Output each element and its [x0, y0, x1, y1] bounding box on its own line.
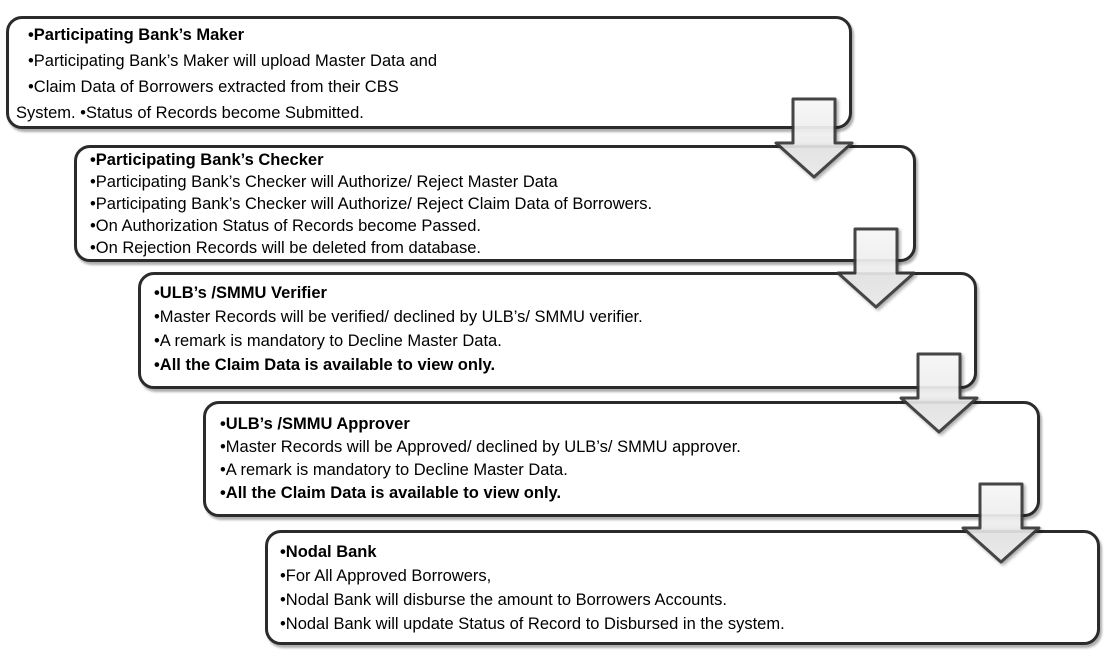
- bullet-line: •All the Claim Data is available to view…: [220, 484, 562, 502]
- bullet-line: •Participating Bank’s Checker: [90, 151, 324, 169]
- bullet-line: System. •Status of Records become Submit…: [16, 104, 364, 122]
- bullet-line: •On Authorization Status of Records beco…: [90, 217, 481, 235]
- bullet-line: •A remark is mandatory to Decline Master…: [220, 461, 568, 479]
- down-arrow-icon: [899, 352, 979, 434]
- down-arrow-icon: [774, 97, 854, 179]
- bullet-line: •ULB’s /SMMU Approver: [220, 415, 410, 433]
- step-box-nodal-bank: •Nodal Bank •For All Approved Borrowers,…: [265, 530, 1100, 645]
- bullet-line: •Claim Data of Borrowers extracted from …: [28, 78, 399, 96]
- bullet-line: •A remark is mandatory to Decline Master…: [154, 332, 502, 350]
- down-arrow-icon: [836, 227, 916, 309]
- bullet-line: •On Rejection Records will be deleted fr…: [90, 239, 481, 257]
- step-box-participating-banks-maker: •Participating Bank’s Maker •Participati…: [6, 16, 852, 129]
- bullet-line: •All the Claim Data is available to view…: [154, 356, 496, 374]
- bullet-line: •Nodal Bank will disburse the amount to …: [280, 591, 727, 609]
- bullet-line: •Participating Bank’s Maker: [28, 26, 245, 44]
- bullet-line: •Participating Bank’s Checker will Autho…: [90, 195, 653, 213]
- bullet-line: •For All Approved Borrowers,: [280, 567, 492, 585]
- bullet-line: •Participating Bank’s Maker will upload …: [28, 52, 438, 70]
- step-box-ulbs-smmu-verifier: •ULB’s /SMMU Verifier •Master Records wi…: [138, 272, 977, 389]
- bullet-line: •Nodal Bank will update Status of Record…: [280, 615, 785, 633]
- step-box-participating-banks-checker: •Participating Bank’s Checker •Participa…: [74, 145, 916, 262]
- step-box-ulbs-smmu-approver: •ULB’s /SMMU Approver •Master Records wi…: [203, 401, 1040, 517]
- bullet-line: •Participating Bank’s Checker will Autho…: [90, 173, 558, 191]
- bullet-line: •Master Records will be verified/ declin…: [154, 308, 643, 326]
- bullet-line: •Master Records will be Approved/ declin…: [220, 438, 741, 456]
- bullet-line: •Nodal Bank: [280, 543, 377, 561]
- bullet-line: •ULB’s /SMMU Verifier: [154, 284, 327, 302]
- down-arrow-icon: [961, 482, 1041, 564]
